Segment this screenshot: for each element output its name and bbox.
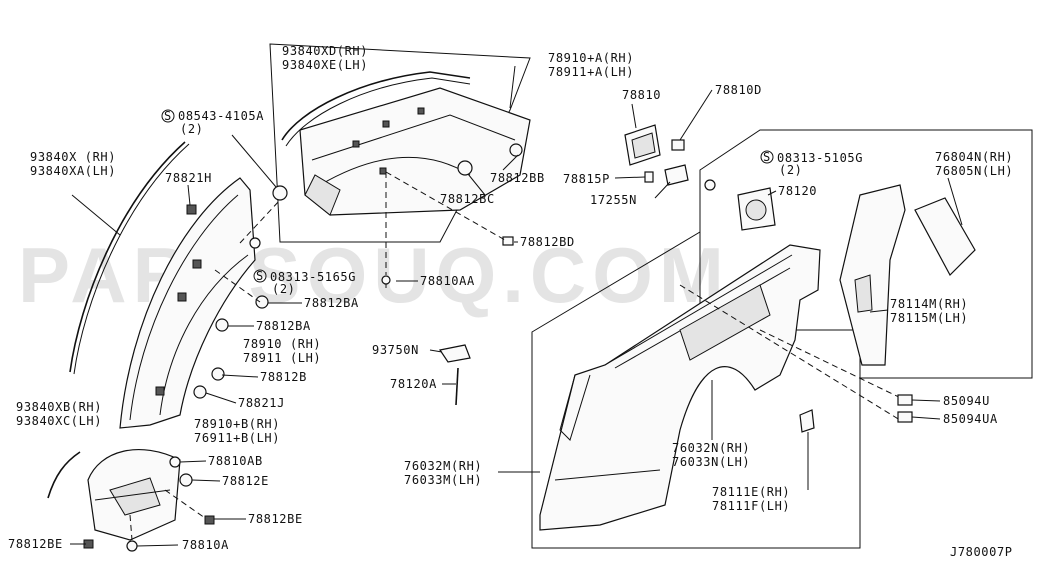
dash-line [679,284,901,421]
label-78111f: 78111F(LH) [712,499,790,513]
label-08313-5165g: 08313-5165G [270,270,356,284]
wheel-arch-trim-left [119,177,256,429]
part-17255n [664,164,689,186]
part-78111e [799,409,815,433]
dash-line [129,514,133,541]
part-78810d [671,139,685,151]
label-78812bb: 78812BB [490,171,545,185]
label-08543-qty: (2) [180,122,203,136]
side-body-panel-76032m [539,244,821,531]
label-78910: 78910 (RH) [243,337,321,351]
leader-lines [70,65,963,547]
label-08313-5165g-qty: (2) [272,282,295,296]
screw-symbol-08313a: S [253,269,267,283]
bolt-78810aa [381,275,391,288]
label-76033m: 76033M(LH) [404,473,482,487]
clip-78812bd [502,236,514,246]
clip-78812bb [509,143,523,157]
label-78111e: 78111E(RH) [712,485,790,499]
mud-flap-lower [87,449,181,541]
label-78821j: 78821J [238,396,285,410]
label-78120: 78120 [778,184,817,198]
label-78815p: 78815P [563,172,610,186]
upper-weatherstrip [281,71,471,147]
bolt-78120a [455,367,459,406]
label-78812ba-2: 78812BA [256,319,311,333]
label-76032m: 76032M(RH) [404,459,482,473]
svg-text:S: S [256,269,264,283]
label-78120a: 78120A [390,377,437,391]
svg-text:S: S [164,109,172,123]
diagram-code: J780007P [950,545,1013,559]
label-76032n: 76032N(RH) [672,441,750,455]
screw-symbol-08313b: S [760,150,774,164]
screw-symbol-08543: S [161,109,175,123]
label-93840xa: 93840XA(LH) [30,164,116,178]
clips-lower [83,456,215,552]
label-78812be-1: 78812BE [248,512,303,526]
label-78812e: 78812E [222,474,269,488]
label-85094ua: 85094UA [943,412,998,426]
label-78114m: 78114M(RH) [890,297,968,311]
label-78812bd: 78812BD [520,235,575,249]
screw-08543 [272,185,288,201]
label-78911: 78911 (LH) [243,351,321,365]
label-76911b: 76911+B(LH) [194,431,280,445]
clips-upper [352,107,523,246]
label-78115m: 78115M(LH) [890,311,968,325]
label-78810: 78810 [622,88,661,102]
dash-line [759,329,906,401]
label-93840xe: 93840XE(LH) [282,58,368,72]
screw-08313-5105g [704,179,716,191]
label-93840x: 93840X (RH) [30,150,116,164]
weatherstrip-93840xb [47,451,81,499]
dash-line [385,171,506,241]
svg-text:S: S [763,150,771,164]
part-85094ua [897,411,913,423]
clips-left [155,185,288,399]
part-76804n [914,197,976,276]
label-78812be-2: 78812BE [8,537,63,551]
label-78810aa: 78810AA [420,274,475,288]
label-93750n: 93750N [372,343,419,357]
label-78821h: 78821H [165,171,212,185]
label-08313-5105g: 08313-5105G [777,151,863,165]
label-78812bc: 78812BC [440,192,495,206]
label-78910a: 78910+A(RH) [548,51,634,65]
label-17255n: 17255N [590,193,637,207]
part-78815p [644,171,654,183]
label-76805n: 76805N(LH) [935,164,1013,178]
inner-panel-78114m [839,184,906,366]
label-78911a: 78911+A(LH) [548,65,634,79]
watermark: PARTSOUQ.COM [18,231,730,319]
label-78812ba-1: 78812BA [304,296,359,310]
label-78910b: 78910+B(RH) [194,417,280,431]
bracket-93750n [439,344,471,363]
label-08313-5105g-qty: (2) [779,163,802,177]
label-08543-4105a: 08543-4105A [178,109,264,123]
label-78810a: 78810A [182,538,229,552]
dash-line [164,489,206,519]
label-93840xb: 93840XB(RH) [16,400,102,414]
fuel-lid-78810 [624,124,661,166]
label-78812b: 78812B [260,370,307,384]
clip-78812bc [457,160,473,176]
label-76033n: 76033N(LH) [672,455,750,469]
label-85094u: 85094U [943,394,990,408]
part-85094u [897,394,913,406]
label-93840xd: 93840XD(RH) [282,44,368,58]
label-78810d: 78810D [715,83,762,97]
weatherstrip-93840x [69,141,190,375]
upper-trim-panel [299,87,531,216]
label-78810ab: 78810AB [208,454,263,468]
label-76804n: 76804N(RH) [935,150,1013,164]
fuel-filler-78120 [737,187,776,231]
label-93840xc: 93840XC(LH) [16,414,102,428]
